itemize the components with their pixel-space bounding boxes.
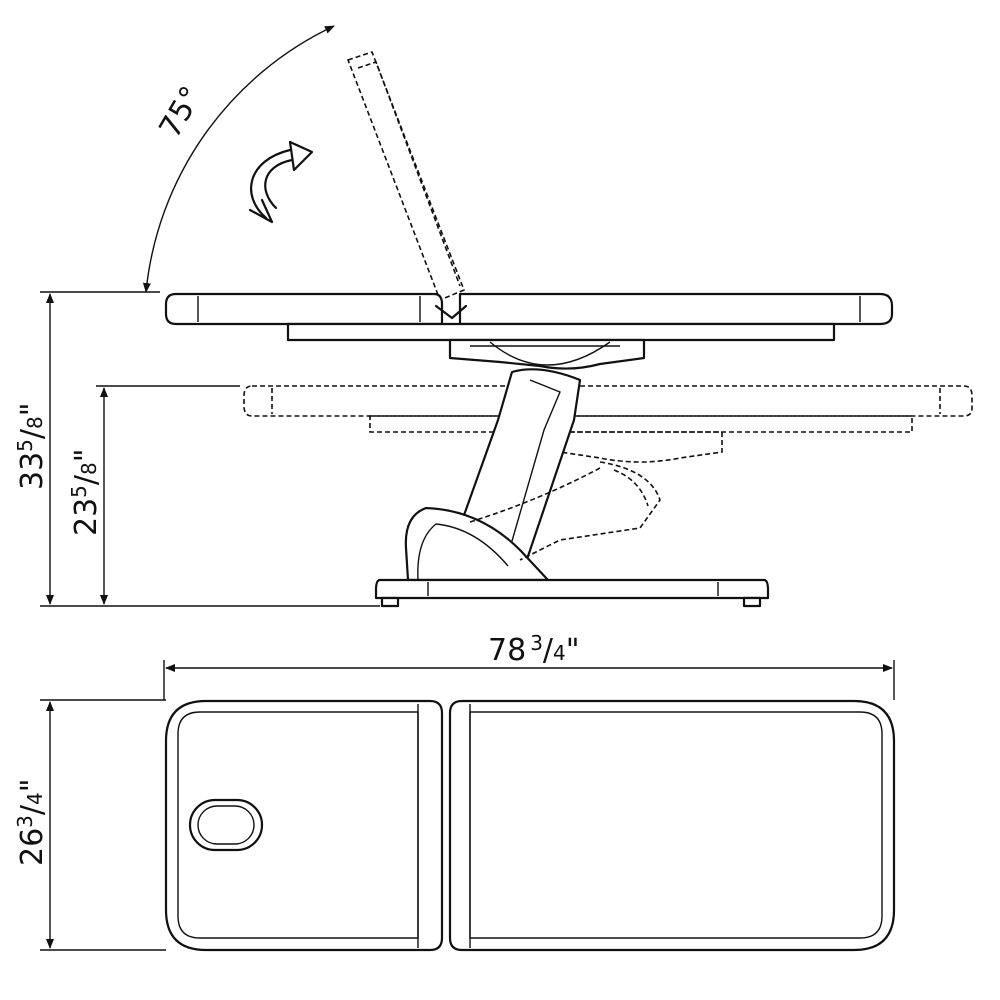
svg-text:235/8": 235/8"	[67, 448, 104, 536]
face-hole	[188, 798, 264, 852]
dim-min-height-den: 8	[77, 462, 101, 475]
lift-column	[404, 368, 582, 582]
table-top-lowered	[243, 385, 973, 463]
dim-width-unit: "	[15, 778, 50, 792]
dim-total-height-whole: 33	[15, 452, 50, 490]
rotate-arrow-icon	[248, 140, 314, 224]
svg-text:263/4": 263/4"	[13, 778, 50, 866]
dim-min-height-whole: 23	[69, 498, 104, 536]
lift-bracket-raised	[448, 338, 646, 370]
side-view: 75°	[13, 25, 973, 608]
body-section	[448, 699, 896, 952]
dim-length-unit: "	[566, 633, 580, 668]
svg-text:335/8": 335/8"	[13, 402, 50, 490]
dim-length-num: 3	[530, 631, 543, 655]
angle-arc	[142, 25, 335, 293]
lift-column-lowered	[469, 461, 661, 561]
dim-total-height-num: 5	[13, 439, 37, 452]
table-base	[374, 578, 770, 608]
dim-width-num: 3	[13, 815, 37, 828]
svg-text:783/4": 783/4"	[488, 631, 580, 668]
dim-length-den: 4	[553, 641, 566, 665]
dim-width-den: 4	[23, 792, 47, 805]
head-section	[164, 699, 444, 952]
dim-length-whole: 78	[488, 633, 526, 668]
dim-min-height-unit: "	[69, 448, 104, 462]
angle-label: 75°	[153, 80, 210, 144]
dim-min-height-num: 5	[67, 485, 91, 498]
dim-width: 263/4"	[13, 699, 166, 951]
table-top-raised	[164, 292, 894, 342]
dim-width-whole: 26	[15, 828, 50, 866]
dim-total-height-unit: "	[15, 402, 50, 416]
dim-min-height: 235/8"	[67, 385, 240, 605]
dim-total-height: 335/8"	[13, 291, 380, 607]
raised-backrest	[346, 50, 466, 302]
dim-total-height-den: 8	[23, 416, 47, 429]
